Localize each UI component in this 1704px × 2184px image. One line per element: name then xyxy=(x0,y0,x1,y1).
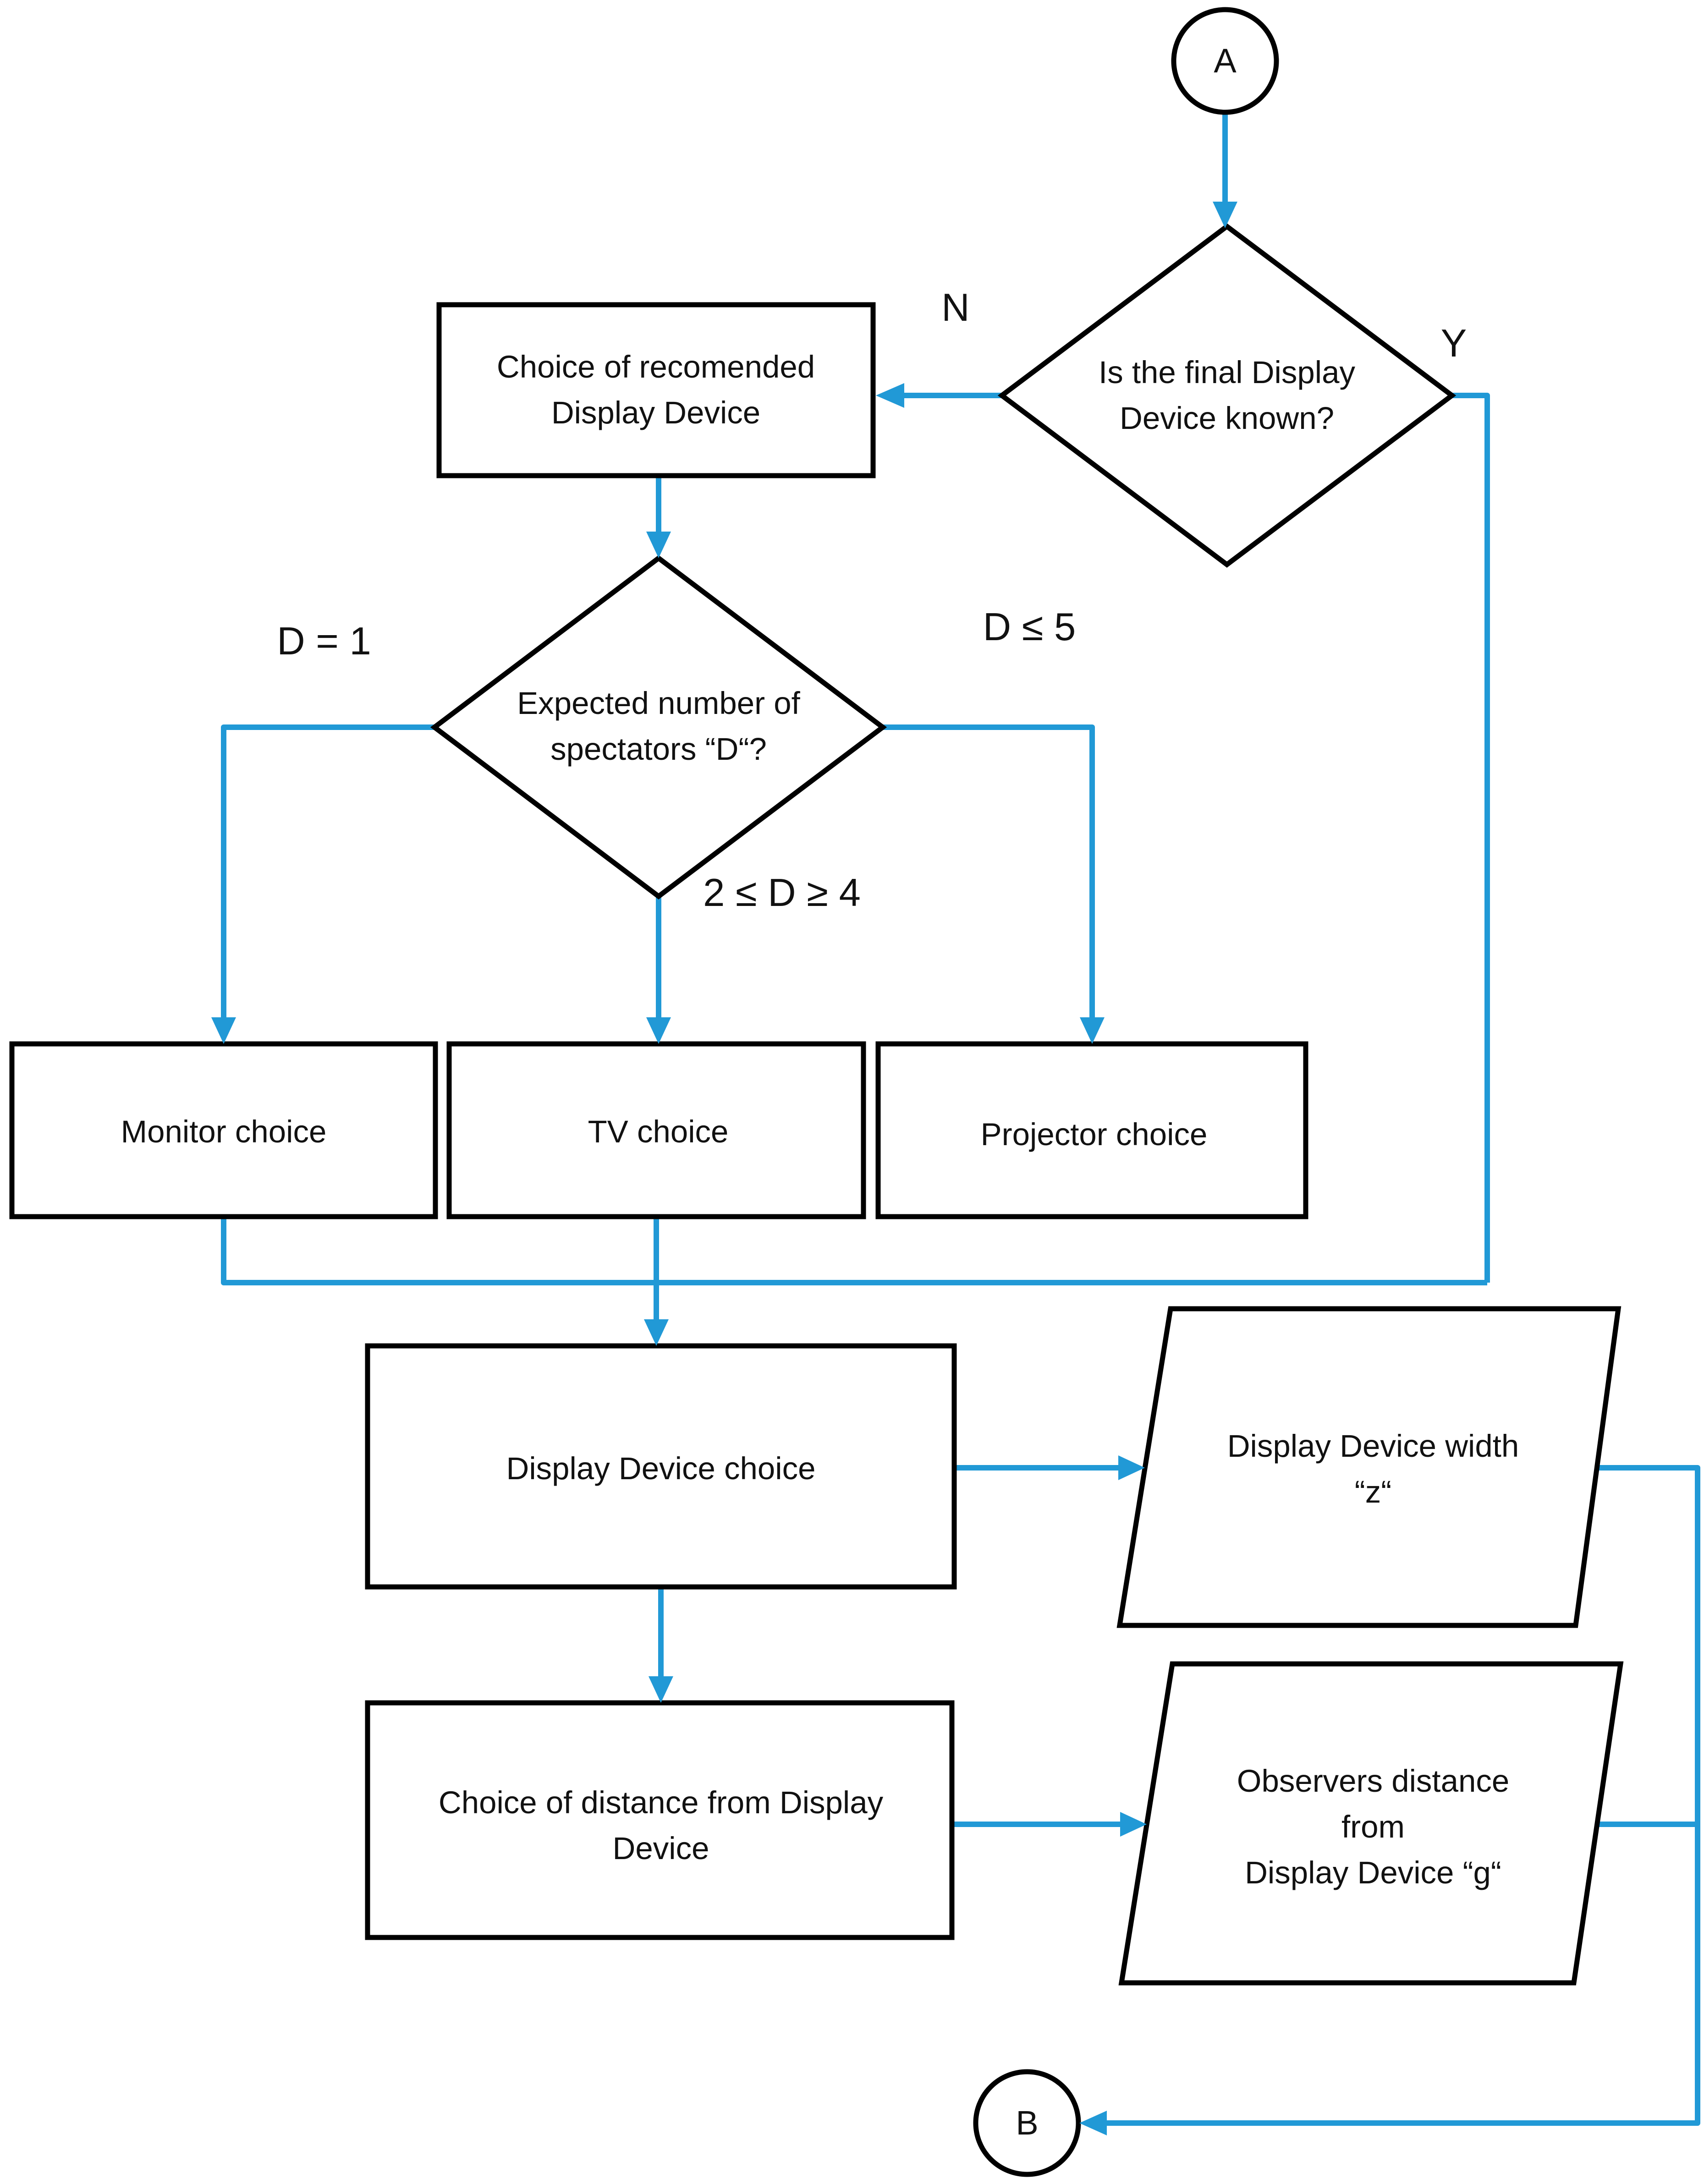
decision-expected-spectators-label: Expected number of spectators “D“? xyxy=(517,685,800,767)
edge-decision2-max-to-projector xyxy=(883,724,1095,1017)
arrowhead-into-observer-distance xyxy=(1120,1812,1147,1837)
arrowhead-into-distance-choice xyxy=(649,1676,673,1703)
io-device-width-parallelogram xyxy=(1116,1306,1622,1628)
process-device-choice-label: Display Device choice xyxy=(506,1450,816,1486)
start-connector-label: A xyxy=(1214,42,1237,80)
process-projector-label: Projector choice xyxy=(980,1116,1208,1152)
decision-final-device-known-diamond xyxy=(997,223,1457,568)
decision-expected-spectators-diamond xyxy=(430,555,887,900)
start-connector-circle xyxy=(1171,7,1279,115)
process-tv-label: TV choice xyxy=(588,1114,729,1149)
shape-group xyxy=(9,7,1624,2177)
process-distance-choice-label: Choice of distance from Display Device xyxy=(438,1784,884,1866)
process-recommended-device-box xyxy=(436,302,876,478)
process-tv-box xyxy=(446,1041,866,1219)
arrowhead-start-to-decision1 xyxy=(1213,202,1237,228)
branch-d5-label: D ≤ 5 xyxy=(983,605,1076,649)
arrowhead-into-tv xyxy=(646,1017,671,1044)
process-device-choice-box xyxy=(365,1343,957,1590)
io-observer-distance-parallelogram xyxy=(1118,1661,1624,1986)
arrowhead-recommended-to-decision2 xyxy=(646,532,671,558)
branch-no-label: N xyxy=(941,286,970,329)
process-recommended-device-label: Choice of recomended Display Device xyxy=(496,349,815,430)
arrowhead-decision1-no xyxy=(876,383,904,408)
branch-d24-label: 2 ≤ D ≥ 4 xyxy=(703,871,861,915)
edge-monitor-junction xyxy=(221,1217,1487,1285)
decision-final-device-known-label: Is the final Display Device known? xyxy=(1099,354,1355,436)
arrowhead-into-end xyxy=(1079,2111,1107,2135)
edge-decision2-d1-to-monitor xyxy=(221,724,434,1017)
io-device-width-label: Display Device width “z“ xyxy=(1227,1428,1519,1509)
edge-decision1-yes-branch xyxy=(1452,393,1490,1283)
arrowhead-into-device-choice xyxy=(644,1319,669,1346)
edge-width-to-end xyxy=(1107,1465,1700,2126)
branch-yes-label: Y xyxy=(1440,322,1467,365)
arrowhead-into-device-width xyxy=(1118,1455,1145,1480)
io-observer-distance-label: Observers distance from Display Device “… xyxy=(1237,1763,1510,1891)
arrowhead-into-projector xyxy=(1080,1017,1105,1044)
arrowhead-group xyxy=(211,202,1237,2135)
edge-group xyxy=(221,112,1700,2126)
arrowhead-into-monitor xyxy=(211,1017,236,1044)
end-connector-circle xyxy=(973,2069,1081,2177)
end-connector-label: B xyxy=(1016,2104,1039,2142)
process-projector-box xyxy=(875,1041,1308,1219)
process-monitor-label: Monitor choice xyxy=(121,1114,327,1149)
branch-d1-label: D = 1 xyxy=(277,620,371,663)
process-distance-choice-box xyxy=(365,1700,955,1940)
